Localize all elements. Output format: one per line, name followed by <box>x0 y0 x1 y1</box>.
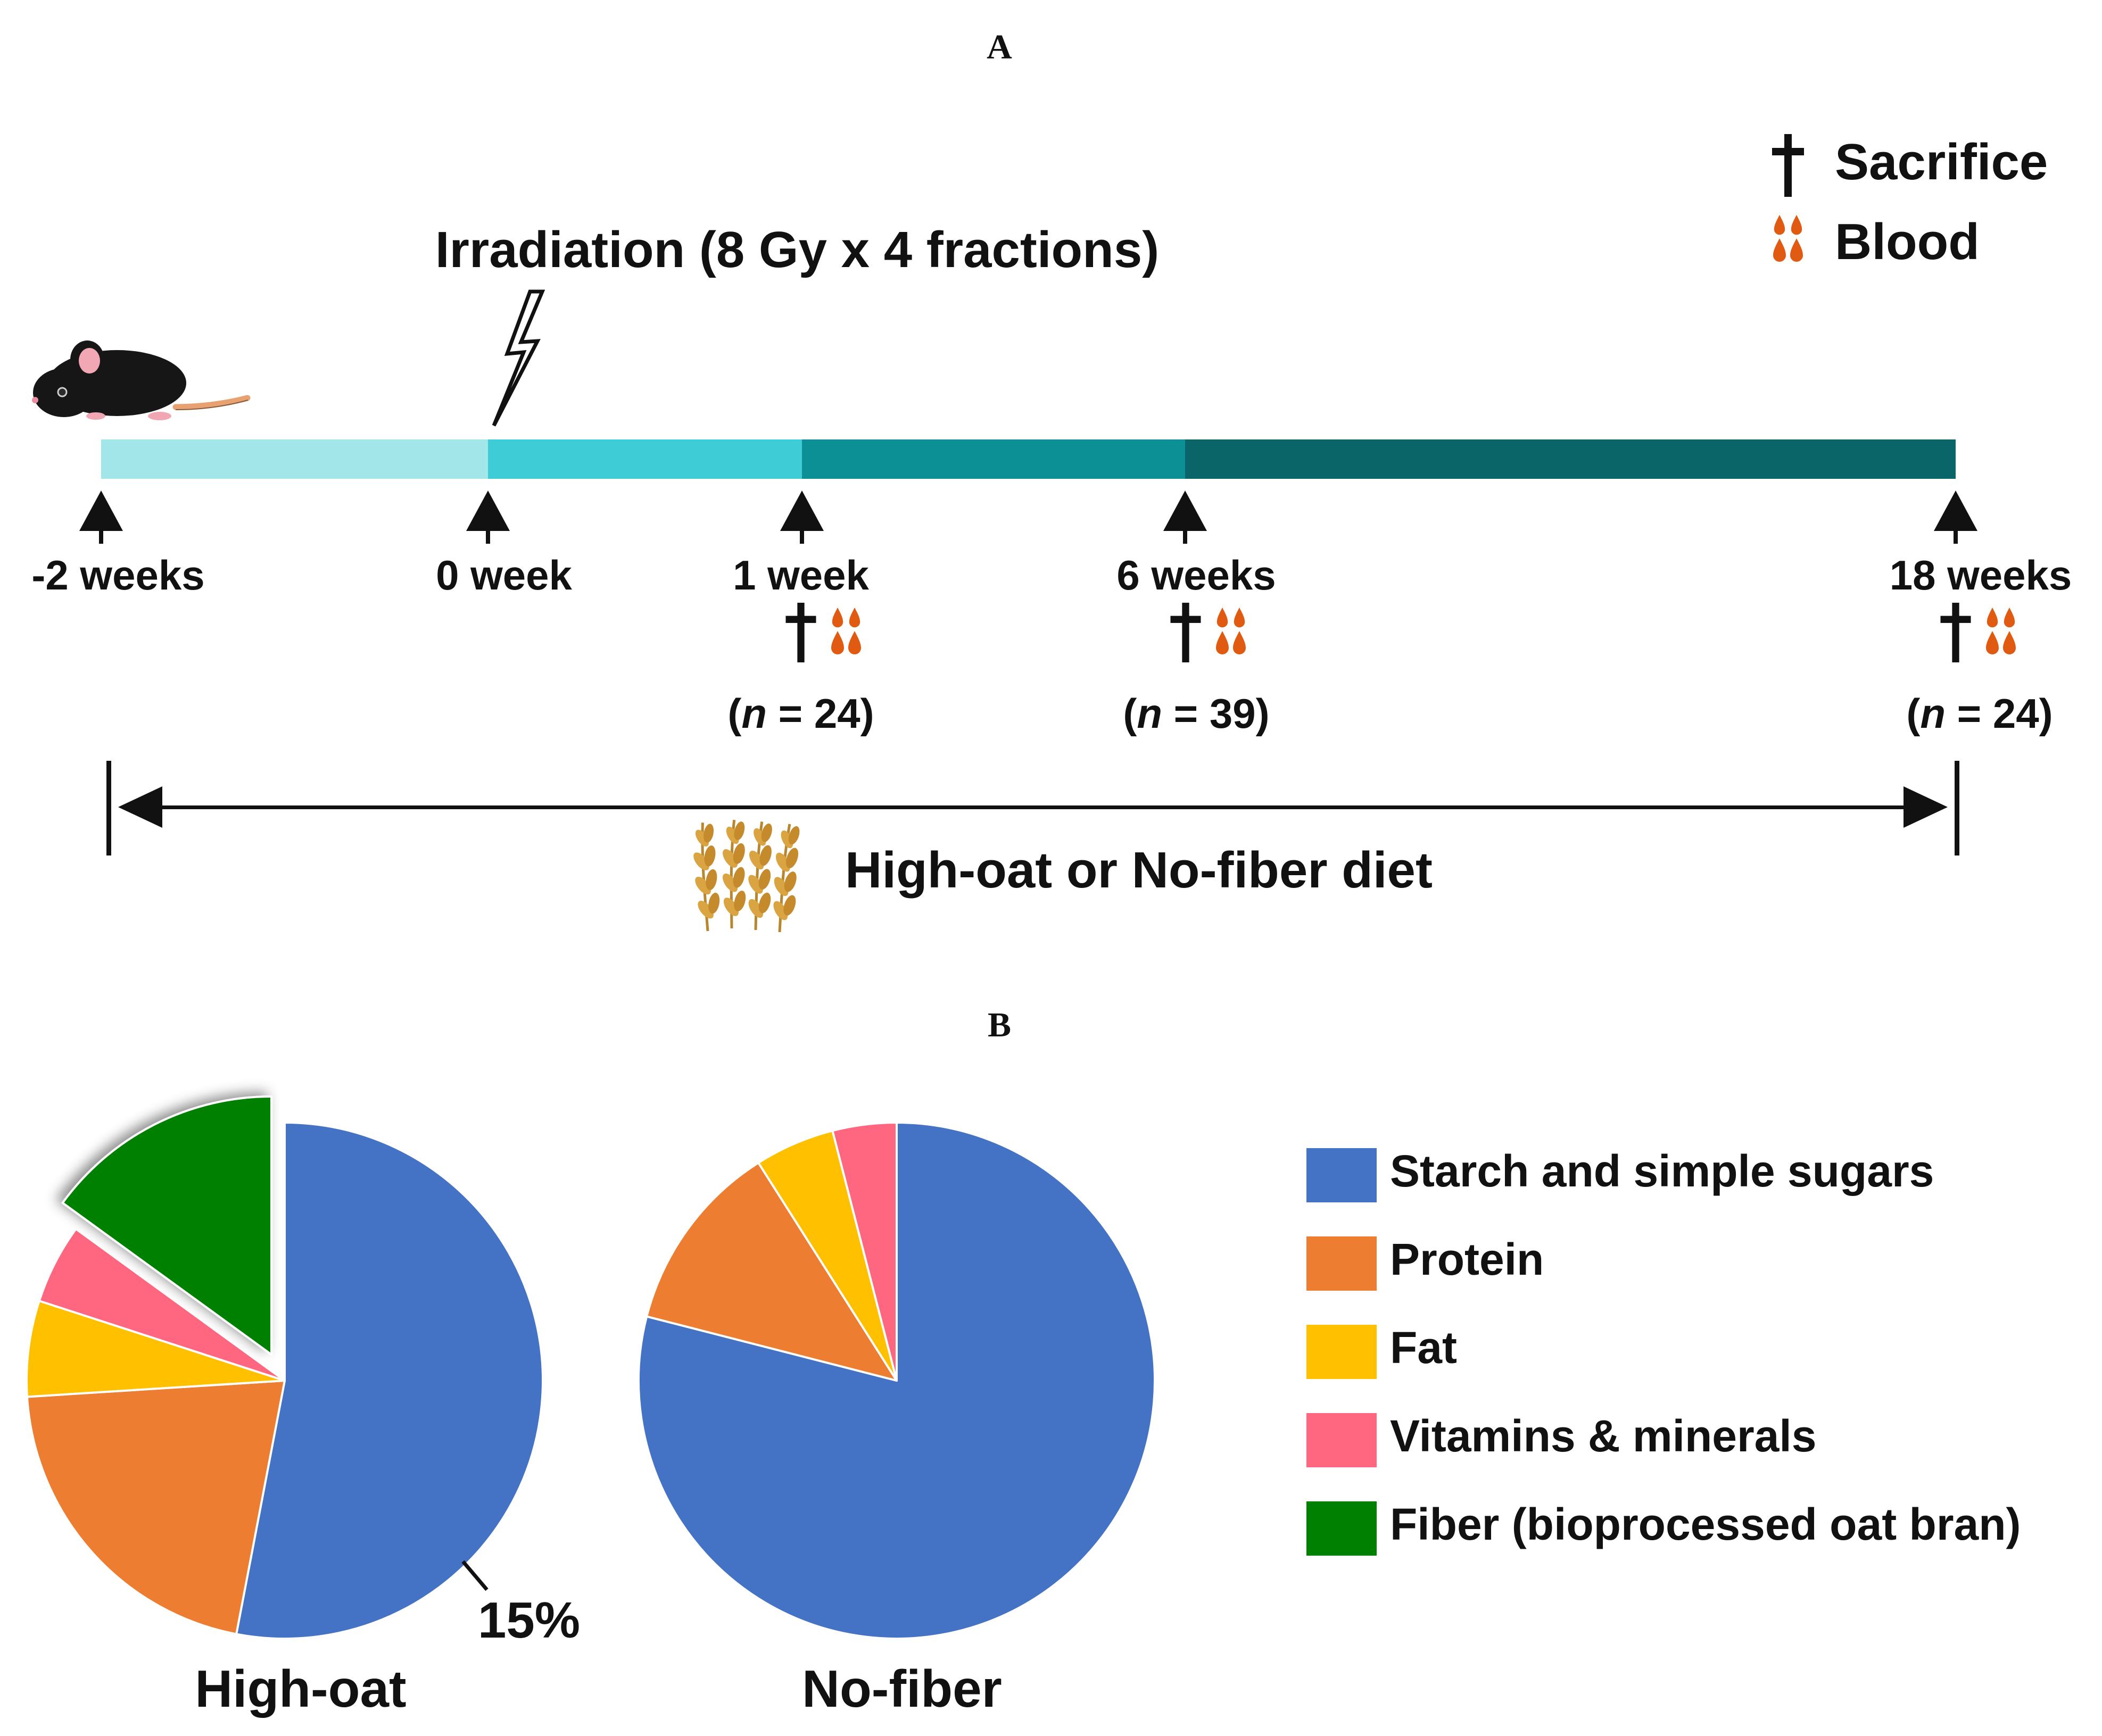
legend-sacrifice-label: Sacrifice <box>1835 134 2048 190</box>
legend-sacrifice: Sacrifice <box>1772 134 2048 197</box>
dagger-icon <box>785 602 816 662</box>
blood-drops-icon <box>1986 607 2016 654</box>
dagger-icon <box>1940 602 1971 662</box>
chart-title-high-oat: High-oat <box>195 1659 406 1718</box>
callout-line <box>461 1560 489 1591</box>
diet-label: High-oat or No-fiber diet <box>845 842 1433 899</box>
legend-label: Fat <box>1390 1323 1457 1373</box>
legend-label: Fiber (bioprocessed oat bran) <box>1390 1499 2021 1549</box>
pie-slice-fiber-bioprocessed-oat-bran <box>61 1095 273 1356</box>
legend-swatch <box>1306 1148 1377 1202</box>
legend-swatch <box>1306 1236 1377 1291</box>
panel-a-label: A <box>987 28 1012 67</box>
timeline-segment-4 <box>1185 439 1956 479</box>
pie-chart-no-fiber <box>638 1122 1156 1640</box>
timepoint-arrow <box>466 491 510 531</box>
timepoint-label: 0 week <box>436 552 572 599</box>
timeline-segment-1 <box>101 439 488 479</box>
timepoint-label: 1 week <box>733 552 869 599</box>
pie-slice-fat <box>757 1129 898 1382</box>
pie-slice-vitamins-minerals <box>831 1122 898 1382</box>
legend-swatch <box>1306 1413 1377 1467</box>
timepoint-label: 6 weeks <box>1116 552 1276 599</box>
legend-blood: Blood <box>1773 213 1980 270</box>
timepoint-label: -2 weeks <box>31 552 204 599</box>
legend-label: Vitamins & minerals <box>1390 1411 1816 1461</box>
timepoint-arrow <box>780 491 824 531</box>
wheat-icon <box>676 818 812 933</box>
diet-span-arrow <box>106 761 1959 855</box>
timepoint-arrows <box>79 491 1977 544</box>
timeline-segment-3 <box>802 439 1185 479</box>
legend-label: Protein <box>1390 1234 1544 1284</box>
pie-slice-starch-and-simple-sugars <box>235 1122 544 1640</box>
blood-drops-icon <box>831 607 861 654</box>
dagger-icon <box>1170 602 1201 662</box>
lightning-icon <box>492 289 545 427</box>
timepoint-arrow <box>79 491 123 531</box>
sample-size-label: (n = 24) <box>727 690 874 737</box>
fiber-callout-label: 15% <box>478 1592 580 1649</box>
pie-slice-fat <box>26 1300 286 1398</box>
pie-slice-protein <box>26 1380 286 1635</box>
timepoint-arrow <box>1163 491 1207 531</box>
timepoint-label: 18 weeks <box>1890 552 2072 599</box>
dagger-icon <box>1772 134 1804 197</box>
pie-slice-protein <box>646 1161 898 1382</box>
chart-title-no-fiber: No-fiber <box>802 1659 1002 1718</box>
legend-swatch <box>1306 1501 1377 1556</box>
blood-drops-icon <box>1216 607 1246 654</box>
timepoint-arrow <box>1934 491 1977 531</box>
pie-chart-high-oat <box>26 1095 544 1640</box>
timeline-segment-2 <box>488 439 802 479</box>
legend-label: Starch and simple sugars <box>1390 1146 1934 1196</box>
sample-size-label: (n = 39) <box>1123 690 1269 737</box>
panel-b-label: B <box>988 1006 1011 1044</box>
pie-slice-vitamins-minerals <box>38 1227 286 1382</box>
irradiation-label: Irradiation (8 Gy x 4 fractions) <box>435 221 1159 278</box>
mouse-icon <box>32 340 251 420</box>
blood-drops-icon <box>1773 214 1803 262</box>
pie-legend: Starch and simple sugars Protein Fat Vit… <box>1306 1146 2021 1556</box>
sample-size-label: (n = 24) <box>1906 690 2053 737</box>
legend-blood-label: Blood <box>1835 213 1980 270</box>
legend-swatch <box>1306 1325 1377 1379</box>
